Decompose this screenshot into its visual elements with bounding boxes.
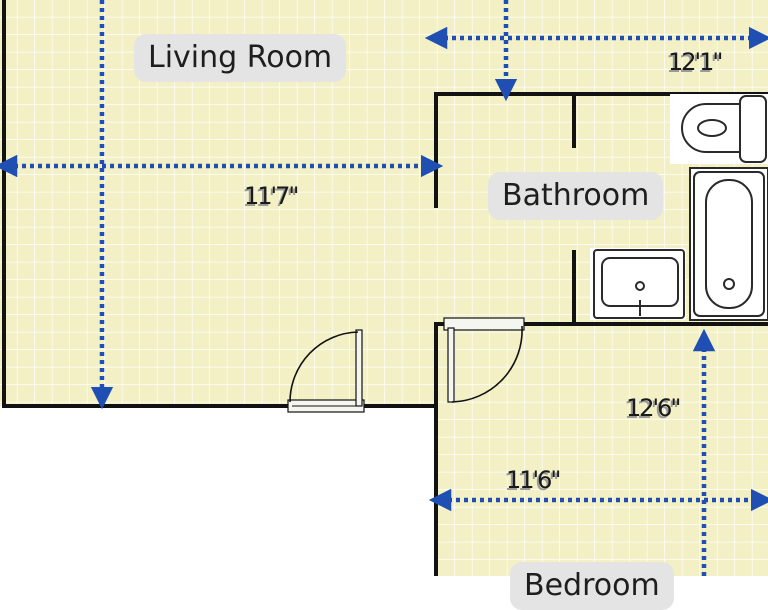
bedroom-label: Bedroom	[510, 562, 674, 610]
door-swing-icon	[443, 317, 525, 403]
floor-plan	[0, 0, 768, 576]
sink-icon	[590, 248, 686, 320]
bathroom-label: Bathroom	[488, 172, 664, 220]
bathtub-icon	[689, 167, 768, 321]
bedroom-floor	[434, 322, 768, 576]
living-room-label: Living Room	[134, 34, 347, 82]
toilet-icon	[670, 94, 768, 164]
walls	[2, 0, 768, 576]
dimension-lines	[0, 0, 768, 576]
dimension-living-width: 11'7"	[244, 182, 299, 210]
dimension-bedroom-depth: 12'6"	[626, 394, 681, 422]
dimension-bedroom-width: 11'6"	[506, 466, 561, 494]
door-swing-icon	[287, 329, 365, 413]
dimension-living-depth: 12'1"	[668, 48, 723, 76]
